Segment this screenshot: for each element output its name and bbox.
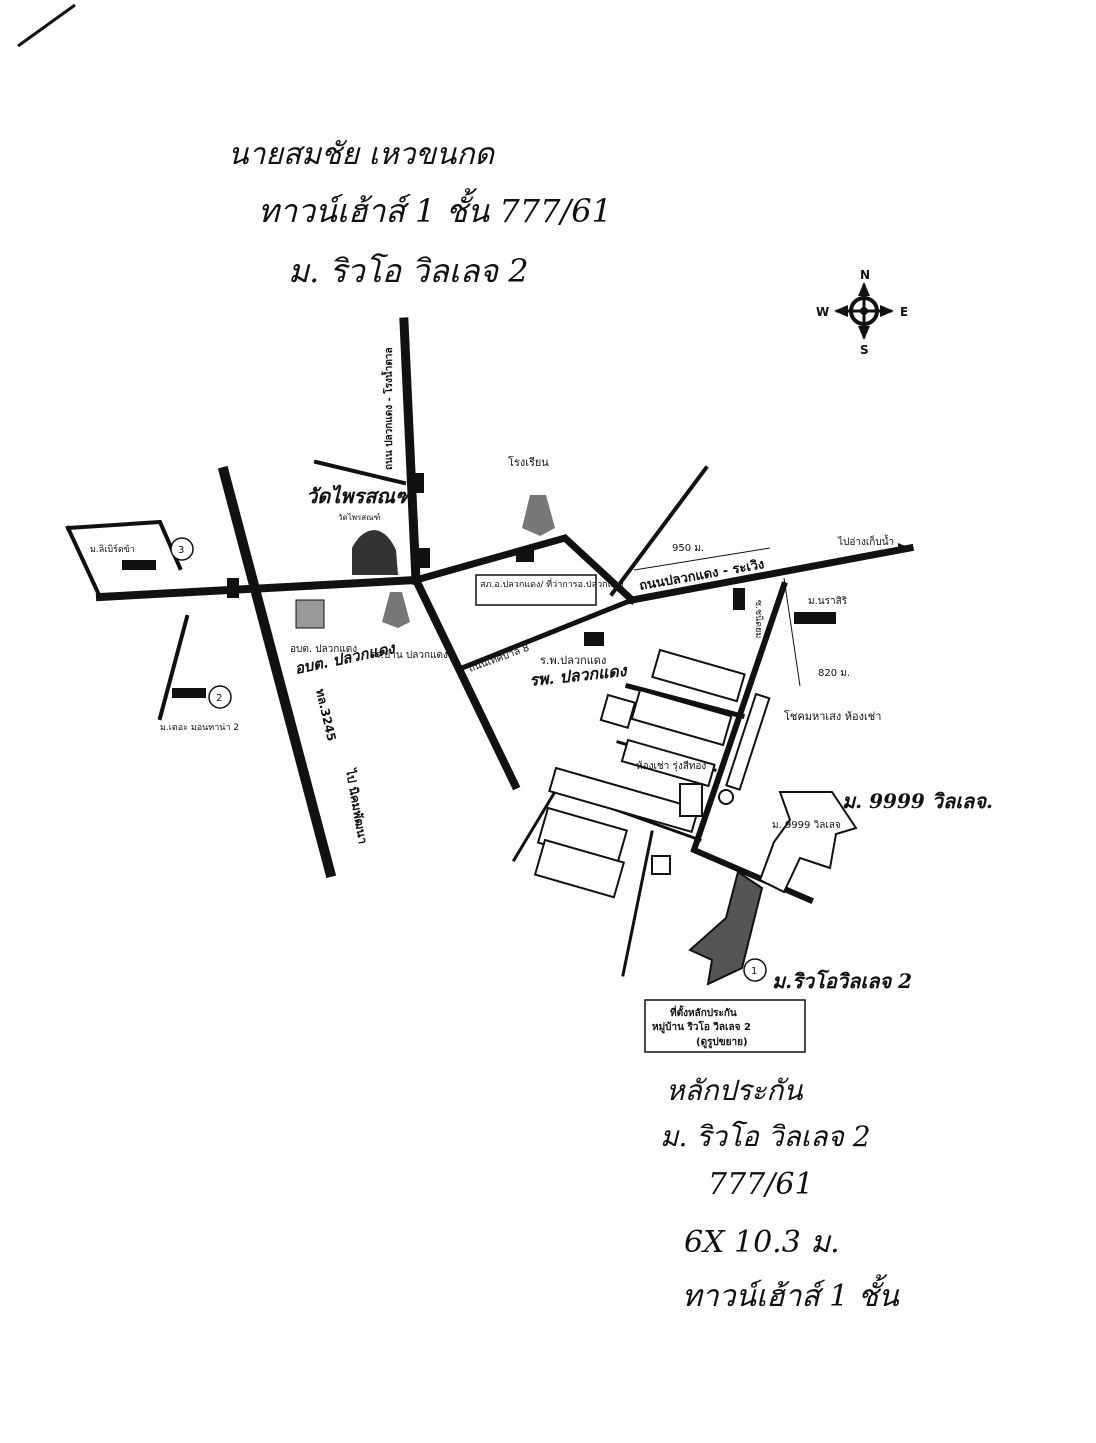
village-gate-icon bbox=[794, 612, 836, 624]
distance-arrow bbox=[783, 577, 801, 687]
temple-handwritten: วัดไพรสณฑ์ bbox=[306, 484, 417, 508]
legend-line-1: ที่ตั้งหลักประกัน bbox=[670, 1005, 737, 1019]
temple-printed: วัดไพรสณฑ์ bbox=[338, 512, 380, 522]
footer-line-3: 777/61 bbox=[708, 1167, 814, 1202]
school-icon bbox=[382, 592, 410, 628]
side-road bbox=[313, 459, 407, 486]
sign-icon bbox=[227, 578, 239, 598]
highway-label: ทล.3245 bbox=[313, 688, 339, 743]
sign-icon bbox=[412, 473, 424, 493]
village-9999-printed: ม. 9999 วิลเลจ bbox=[772, 820, 841, 831]
rental-label: ห้องเช่า รุ่งสีทอง bbox=[636, 760, 706, 772]
arrow-head-icon bbox=[898, 543, 910, 553]
road-north-label: ถนน ปลวกแดง - โรงน้ำตาล bbox=[381, 347, 395, 470]
to-nikhom-label: ไป นิคมพัฒนา bbox=[343, 766, 371, 845]
obt-printed: อบต. ปลวกแดง bbox=[290, 644, 357, 655]
police-icon bbox=[516, 548, 534, 562]
narasiri-label: ม.นราสิริ bbox=[808, 596, 848, 607]
village-gate-icon bbox=[172, 688, 206, 698]
municipal-road-label: ถนนเทศบาล 8 bbox=[467, 643, 531, 675]
legend-line-3: (ดูรูปขยาย) bbox=[696, 1036, 748, 1049]
house-info: ทาวน์เฮ้าส์ 1 ชั้น 777/61 bbox=[258, 188, 612, 230]
soi-label: ซ.ชนิดยม bbox=[753, 600, 764, 638]
footer-line-1: หลักประกัน bbox=[666, 1074, 803, 1107]
police-box bbox=[475, 574, 597, 606]
compass-s: S bbox=[860, 343, 869, 357]
village-gate-icon bbox=[122, 560, 156, 570]
collateral-site-area bbox=[688, 870, 764, 986]
legend-line-2: หมู่บ้าน ริวโอ วิลเลจ 2 bbox=[652, 1020, 751, 1034]
owner-name: นายสมชัย เหวขนกด bbox=[228, 137, 496, 172]
townhouse-blocks bbox=[533, 648, 771, 899]
village-9999-handwritten: ม. 9999 วิลเลจ. bbox=[842, 789, 993, 813]
legend-box bbox=[644, 999, 806, 1053]
footer-line-4: 6X 10.3 ม. bbox=[684, 1225, 840, 1260]
distance-arrow bbox=[633, 547, 771, 571]
footer-line-5: ทาวน์เฮ้าส์ 1 ชั้น bbox=[682, 1274, 900, 1314]
compass-e: E bbox=[900, 305, 908, 319]
riwo-handwritten: ม.ริวโอวิลเลจ 2 bbox=[772, 969, 912, 993]
mansion-label: โชคมหาเสง ห้องเช่า bbox=[784, 709, 881, 723]
junction-label: แยกมาบเตย bbox=[262, 583, 304, 592]
to-east-label: ไปอ่างเก็บน้ำ bbox=[837, 534, 894, 548]
compass-w: W bbox=[816, 305, 829, 319]
marker-2: 2 bbox=[216, 693, 222, 704]
village-2-label: ม.เดอะ มอนทาน่า 2 bbox=[160, 723, 239, 733]
police-label: สภ.อ.ปลวกแดง/ ที่ว่าการอ.ปลวกแดง bbox=[480, 577, 624, 590]
hospital-icon bbox=[584, 632, 604, 646]
location-pin-icon bbox=[718, 789, 734, 805]
village-3-label: ม.ลิเบิร์ดข้า bbox=[90, 543, 135, 555]
compass-rose-icon bbox=[834, 282, 894, 340]
road-temple-east bbox=[411, 534, 637, 605]
marker-circle bbox=[170, 537, 194, 561]
village-9999-arrow bbox=[758, 791, 858, 894]
road-west bbox=[95, 575, 421, 602]
main-road-east bbox=[627, 543, 915, 605]
school-printed: รร.บ้าน ปลวกแดง bbox=[370, 649, 448, 661]
school-label: โรงเรียน bbox=[508, 455, 549, 469]
hospital-printed: ร.พ.ปลวกแดง bbox=[540, 654, 606, 667]
marker-3: 3 bbox=[178, 545, 184, 556]
road-south-west bbox=[410, 574, 521, 791]
sign-icon bbox=[418, 548, 430, 568]
village-name: ม. ริวโอ วิลเลจ 2 bbox=[288, 252, 529, 290]
temple-icon bbox=[352, 530, 398, 575]
branch-road-north bbox=[609, 465, 709, 597]
obt-building-icon bbox=[295, 599, 325, 629]
village2-road bbox=[157, 614, 190, 721]
footer-line-2: ม. ริวโอ วิลเลจ 2 bbox=[660, 1120, 871, 1153]
marker-circle bbox=[743, 958, 767, 982]
road-north bbox=[399, 317, 421, 585]
compass-n: N bbox=[860, 268, 870, 282]
marker-1: 1 bbox=[751, 966, 757, 977]
scan-stroke bbox=[17, 3, 76, 48]
distance-950: 950 ม. bbox=[672, 543, 704, 554]
distance-820: 820 ม. bbox=[818, 668, 850, 679]
school-icon bbox=[522, 495, 555, 536]
store-icon bbox=[733, 588, 745, 610]
municipal-road bbox=[458, 596, 636, 672]
road-network bbox=[65, 317, 915, 977]
marker-circle bbox=[208, 685, 232, 709]
highway-3245-road bbox=[217, 465, 337, 879]
